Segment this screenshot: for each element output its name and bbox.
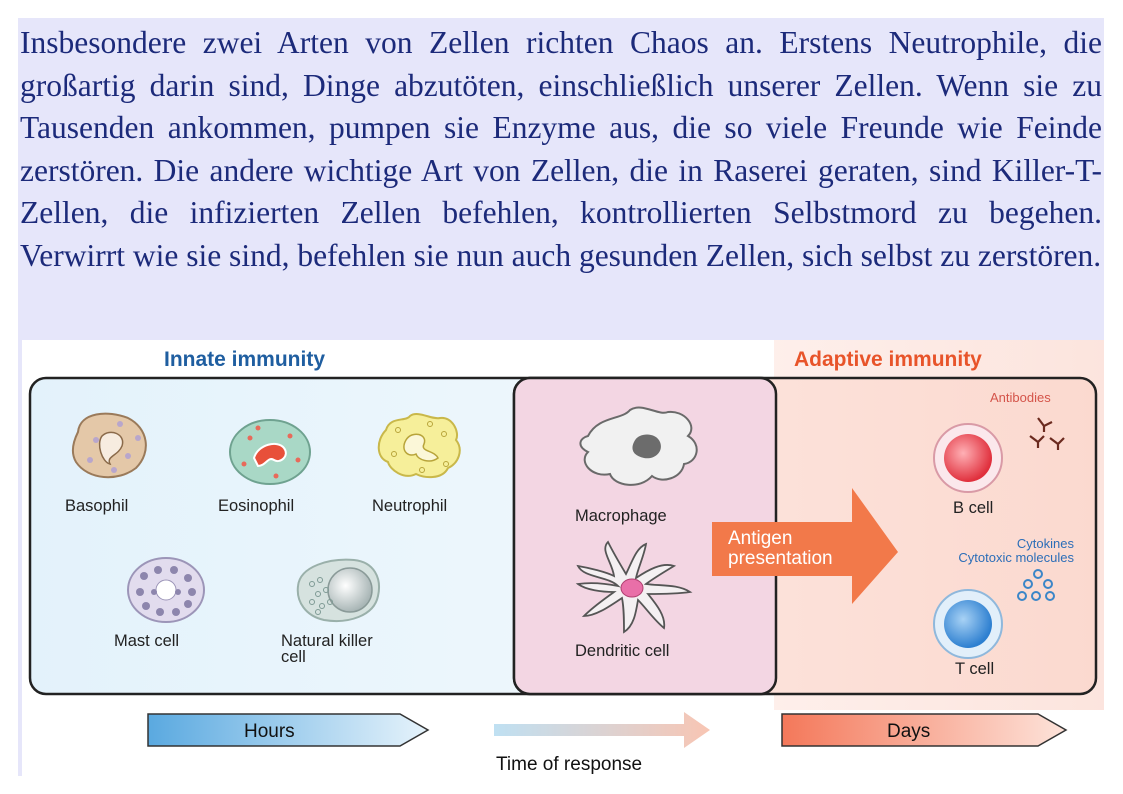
time-gradient-arrow bbox=[494, 712, 710, 748]
adaptive-title: Adaptive immunity bbox=[794, 348, 982, 371]
hours-arrow bbox=[147, 713, 430, 747]
immunity-figure: Innate immunity Adaptive immunity Basoph… bbox=[18, 340, 1104, 776]
hours-label: Hours bbox=[244, 721, 295, 742]
eosinophil-label: Eosinophil bbox=[218, 497, 294, 515]
t-cell-icon bbox=[933, 589, 1003, 659]
basophil-icon bbox=[71, 412, 147, 479]
cytokines-label-line2: Cytotoxic molecules bbox=[958, 550, 1074, 565]
mast-cell-label: Mast cell bbox=[114, 632, 179, 650]
dendritic-cell-icon bbox=[575, 540, 693, 634]
natural-killer-cell-icon bbox=[296, 558, 380, 622]
macrophage-icon bbox=[579, 406, 698, 486]
antibodies-icon bbox=[1029, 417, 1065, 450]
cytokine-molecules-icon bbox=[1017, 569, 1055, 601]
days-arrow bbox=[781, 713, 1068, 747]
b-cell-icon bbox=[933, 423, 1003, 493]
macrophage-label: Macrophage bbox=[575, 507, 667, 525]
dendritic-cell-label: Dendritic cell bbox=[575, 642, 669, 660]
natural-killer-label-line2: cell bbox=[281, 648, 306, 666]
text-block: Insbesondere zwei Arten von Zellen richt… bbox=[18, 18, 1104, 340]
days-label: Days bbox=[887, 721, 930, 742]
b-cell-label: B cell bbox=[953, 499, 993, 517]
antigen-label-line2: presentation bbox=[728, 548, 833, 569]
antibodies-label: Antibodies bbox=[990, 390, 1051, 405]
basophil-label: Basophil bbox=[65, 497, 128, 515]
neutrophil-icon bbox=[377, 413, 461, 479]
time-of-response-label: Time of response bbox=[496, 754, 642, 775]
t-cell-label: T cell bbox=[955, 660, 994, 678]
cytokines-label-line1: Cytokines bbox=[1017, 536, 1075, 551]
immunity-diagram: Innate immunity Adaptive immunity Basoph… bbox=[22, 340, 1104, 776]
antigen-presentation-arrow bbox=[712, 488, 898, 604]
neutrophil-label: Neutrophil bbox=[372, 497, 447, 515]
mast-cell-icon bbox=[127, 557, 205, 623]
paragraph: Insbesondere zwei Arten von Zellen richt… bbox=[20, 25, 1102, 273]
natural-killer-label-line1: Natural killer bbox=[281, 632, 373, 650]
antigen-label-line1: Antigen bbox=[728, 528, 792, 549]
innate-title: Innate immunity bbox=[164, 348, 325, 371]
eosinophil-icon bbox=[229, 419, 311, 485]
